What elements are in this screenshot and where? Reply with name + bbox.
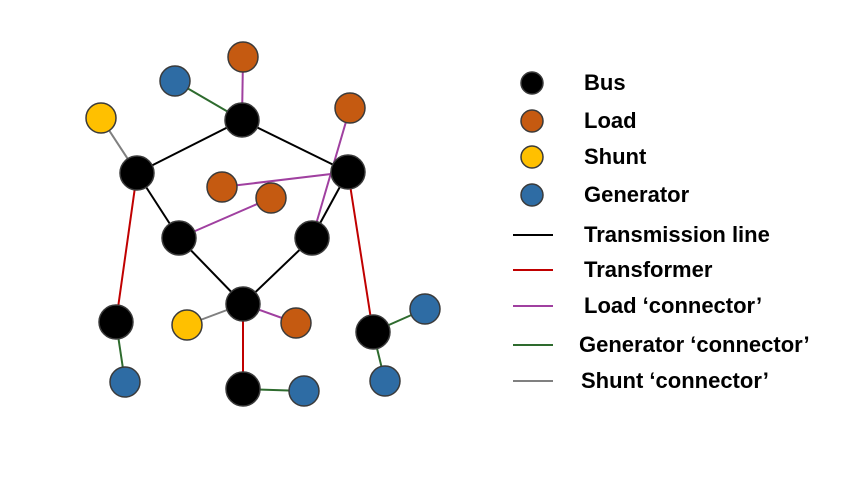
legend-load-label: Load: [584, 108, 637, 133]
generator-node-G1: [159, 65, 191, 97]
load-node-L5: [280, 307, 312, 339]
legend-generator-connector-label: Generator ‘connector’: [579, 332, 810, 357]
shunt-node-S1: [85, 102, 117, 134]
edge-transmission-line-B1-B3: [241, 119, 349, 173]
generator-node-G2: [109, 366, 141, 398]
edge-transformer-B3-B8: [347, 171, 374, 333]
bus-node-B7: [98, 304, 134, 340]
load-node-L4: [334, 92, 366, 124]
legend-bus-symbol: [520, 71, 544, 95]
shunt-node-S2: [171, 309, 203, 341]
edge-transmission-line-B1-B2: [136, 119, 243, 174]
bus-node-B4: [161, 220, 197, 256]
legend: Bus Load Shunt Generator Transmission li…: [513, 70, 810, 393]
bus-node-B5: [294, 220, 330, 256]
load-node-L2: [206, 171, 238, 203]
network-nodes: [85, 41, 441, 407]
load-node-L3: [255, 182, 287, 214]
bus-node-B9: [225, 371, 261, 407]
generator-node-G5: [288, 375, 320, 407]
bus-node-B6: [225, 286, 261, 322]
legend-load-symbol: [520, 109, 544, 133]
legend-shunt-connector-label: Shunt ‘connector’: [581, 368, 769, 393]
generator-node-G3: [409, 293, 441, 325]
edge-load-connector-B3-L2: [221, 171, 349, 188]
bus-node-B3: [330, 154, 366, 190]
legend-transmission-line-label: Transmission line: [584, 222, 770, 247]
bus-node-B2: [119, 155, 155, 191]
legend-load-connector-label: Load ‘connector’: [584, 293, 762, 318]
bus-node-B8: [355, 314, 391, 350]
legend-transformer-label: Transformer: [584, 257, 713, 282]
generator-node-G4: [369, 365, 401, 397]
legend-generator-label: Generator: [584, 182, 690, 207]
legend-bus-label: Bus: [584, 70, 626, 95]
legend-generator-symbol: [520, 183, 544, 207]
legend-shunt-label: Shunt: [584, 144, 647, 169]
legend-shunt-symbol: [520, 145, 544, 169]
load-node-L1: [227, 41, 259, 73]
edge-transformer-B2-B7: [115, 172, 138, 323]
bus-node-B1: [224, 102, 260, 138]
